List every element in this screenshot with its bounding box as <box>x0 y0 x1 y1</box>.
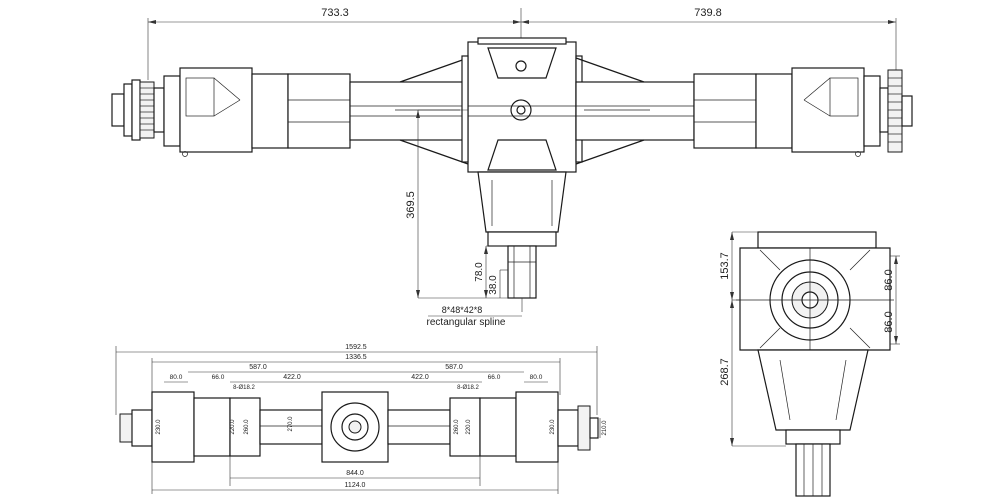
left-axle-tube <box>349 57 469 165</box>
right-hub-housing <box>693 67 881 157</box>
spline-name: rectangular spline <box>427 317 506 328</box>
hole-label-right: 8-Ø18.2 <box>457 385 479 391</box>
dim-422-left: 422.0 <box>283 374 301 381</box>
h-230-right: 230.0 <box>550 419 556 435</box>
right-axle-tube <box>575 57 695 165</box>
dim-overall: 1592.5 <box>345 344 367 351</box>
hole-label-left: 8-Ø18.2 <box>233 385 255 391</box>
side-dim-upper: 86.0 <box>883 269 895 290</box>
dim-left-label: 733.3 <box>321 7 349 19</box>
dim-right-label: 739.8 <box>694 7 722 19</box>
dim-stub-label: 38.0 <box>488 275 499 295</box>
dim-422-right: 422.0 <box>411 374 429 381</box>
side-dim-bottom: 268.7 <box>719 358 731 386</box>
dim-66-left: 66.0 <box>212 374 225 381</box>
spline-spec: 8*48*42*8 <box>442 305 483 315</box>
left-hub-housing <box>163 67 351 157</box>
dim-844: 844.0 <box>346 470 364 477</box>
h-220-right: 220.0 <box>466 419 472 435</box>
side-view: 153.7 268.7 86.0 86.0 <box>719 231 900 497</box>
dim-587-left: 587.0 <box>249 364 267 371</box>
dim-shaft-label: 78.0 <box>474 262 485 282</box>
side-dim-top: 153.7 <box>719 252 731 280</box>
side-dim-lower: 86.0 <box>883 311 895 332</box>
dim-inner: 1336.5 <box>345 354 367 361</box>
dim-height-label: 369.5 <box>405 191 417 219</box>
dim-66-right: 66.0 <box>488 374 501 381</box>
dim-587-right: 587.0 <box>445 364 463 371</box>
h-210: 210.0 <box>602 420 608 436</box>
dim-80-right: 80.0 <box>530 374 543 381</box>
right-sprocket <box>879 69 913 153</box>
h-220-left: 220.0 <box>230 419 236 435</box>
top-view: 733.3 739.8 <box>111 7 913 328</box>
differential-housing <box>461 37 583 299</box>
left-sprocket <box>111 79 165 141</box>
h-270: 270.0 <box>288 416 294 432</box>
dim-80-left: 80.0 <box>170 374 183 381</box>
dim-1124: 1124.0 <box>345 482 366 489</box>
h-260-right: 260.0 <box>454 419 460 435</box>
bottom-view: 1592.5 1336.5 587.0 587.0 422.0 422.0 80… <box>115 344 608 494</box>
h-260: 260.0 <box>244 419 250 435</box>
h-230-left: 230.0 <box>156 419 162 435</box>
